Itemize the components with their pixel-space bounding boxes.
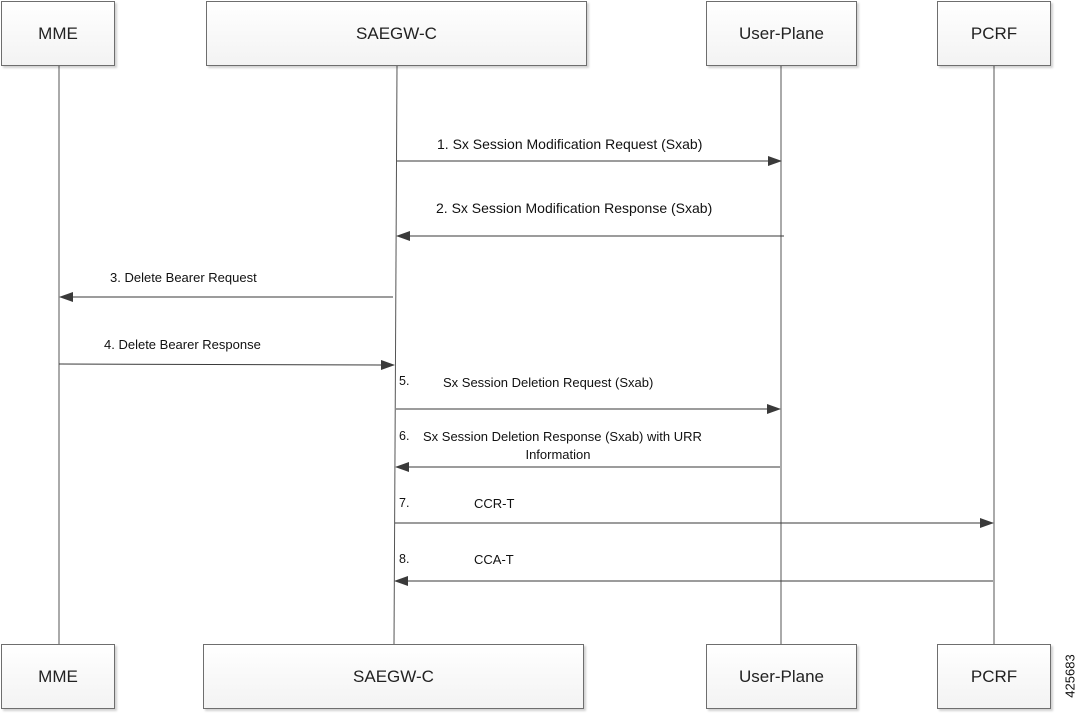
message-label-6-line1: Sx Session Deletion Response (Sxab) with… [423,429,702,444]
participant-label: PCRF [970,23,1018,43]
arrow-msg-4 [58,359,395,370]
participant-mme-top: MME [1,1,115,66]
participant-label: User-Plane [738,666,825,686]
message-label-5: Sx Session Deletion Request (Sxab) [443,375,654,390]
lifeline-saegw [393,65,398,645]
message-label-3: 3. Delete Bearer Request [110,270,257,285]
message-label-6: Sx Session Deletion Response (Sxab) with… [423,428,702,464]
participant-saegw-top: SAEGW-C [206,1,587,66]
message-number-6: 6. [399,429,410,443]
participant-mme-bottom: MME [1,644,115,709]
participant-saegw-bottom: SAEGW-C [203,644,584,709]
participant-label: User-Plane [738,23,825,43]
figure-id: 425683 [1062,654,1078,698]
message-label-8: CCA-T [474,552,514,567]
message-number-7: 7. [399,496,410,510]
participant-label: SAEGW-C [353,666,434,686]
participant-pcrf-bottom: PCRF [937,644,1051,709]
message-label-7: CCR-T [474,496,515,511]
participant-label: MME [38,23,78,43]
participant-pcrf-top: PCRF [937,1,1051,66]
message-number-8: 8. [399,552,410,566]
message-label-6-line2: Information [525,447,591,462]
participant-label: MME [38,666,78,686]
message-number-5: 5. [399,374,410,388]
message-label-2: 2. Sx Session Modification Response (Sxa… [436,200,713,216]
participant-label: PCRF [970,666,1018,686]
participant-userplane-top: User-Plane [706,1,857,66]
participant-userplane-bottom: User-Plane [706,644,857,709]
message-label-1: 1. Sx Session Modification Request (Sxab… [437,136,703,152]
message-label-4: 4. Delete Bearer Response [104,337,261,352]
participant-label: SAEGW-C [356,23,437,43]
